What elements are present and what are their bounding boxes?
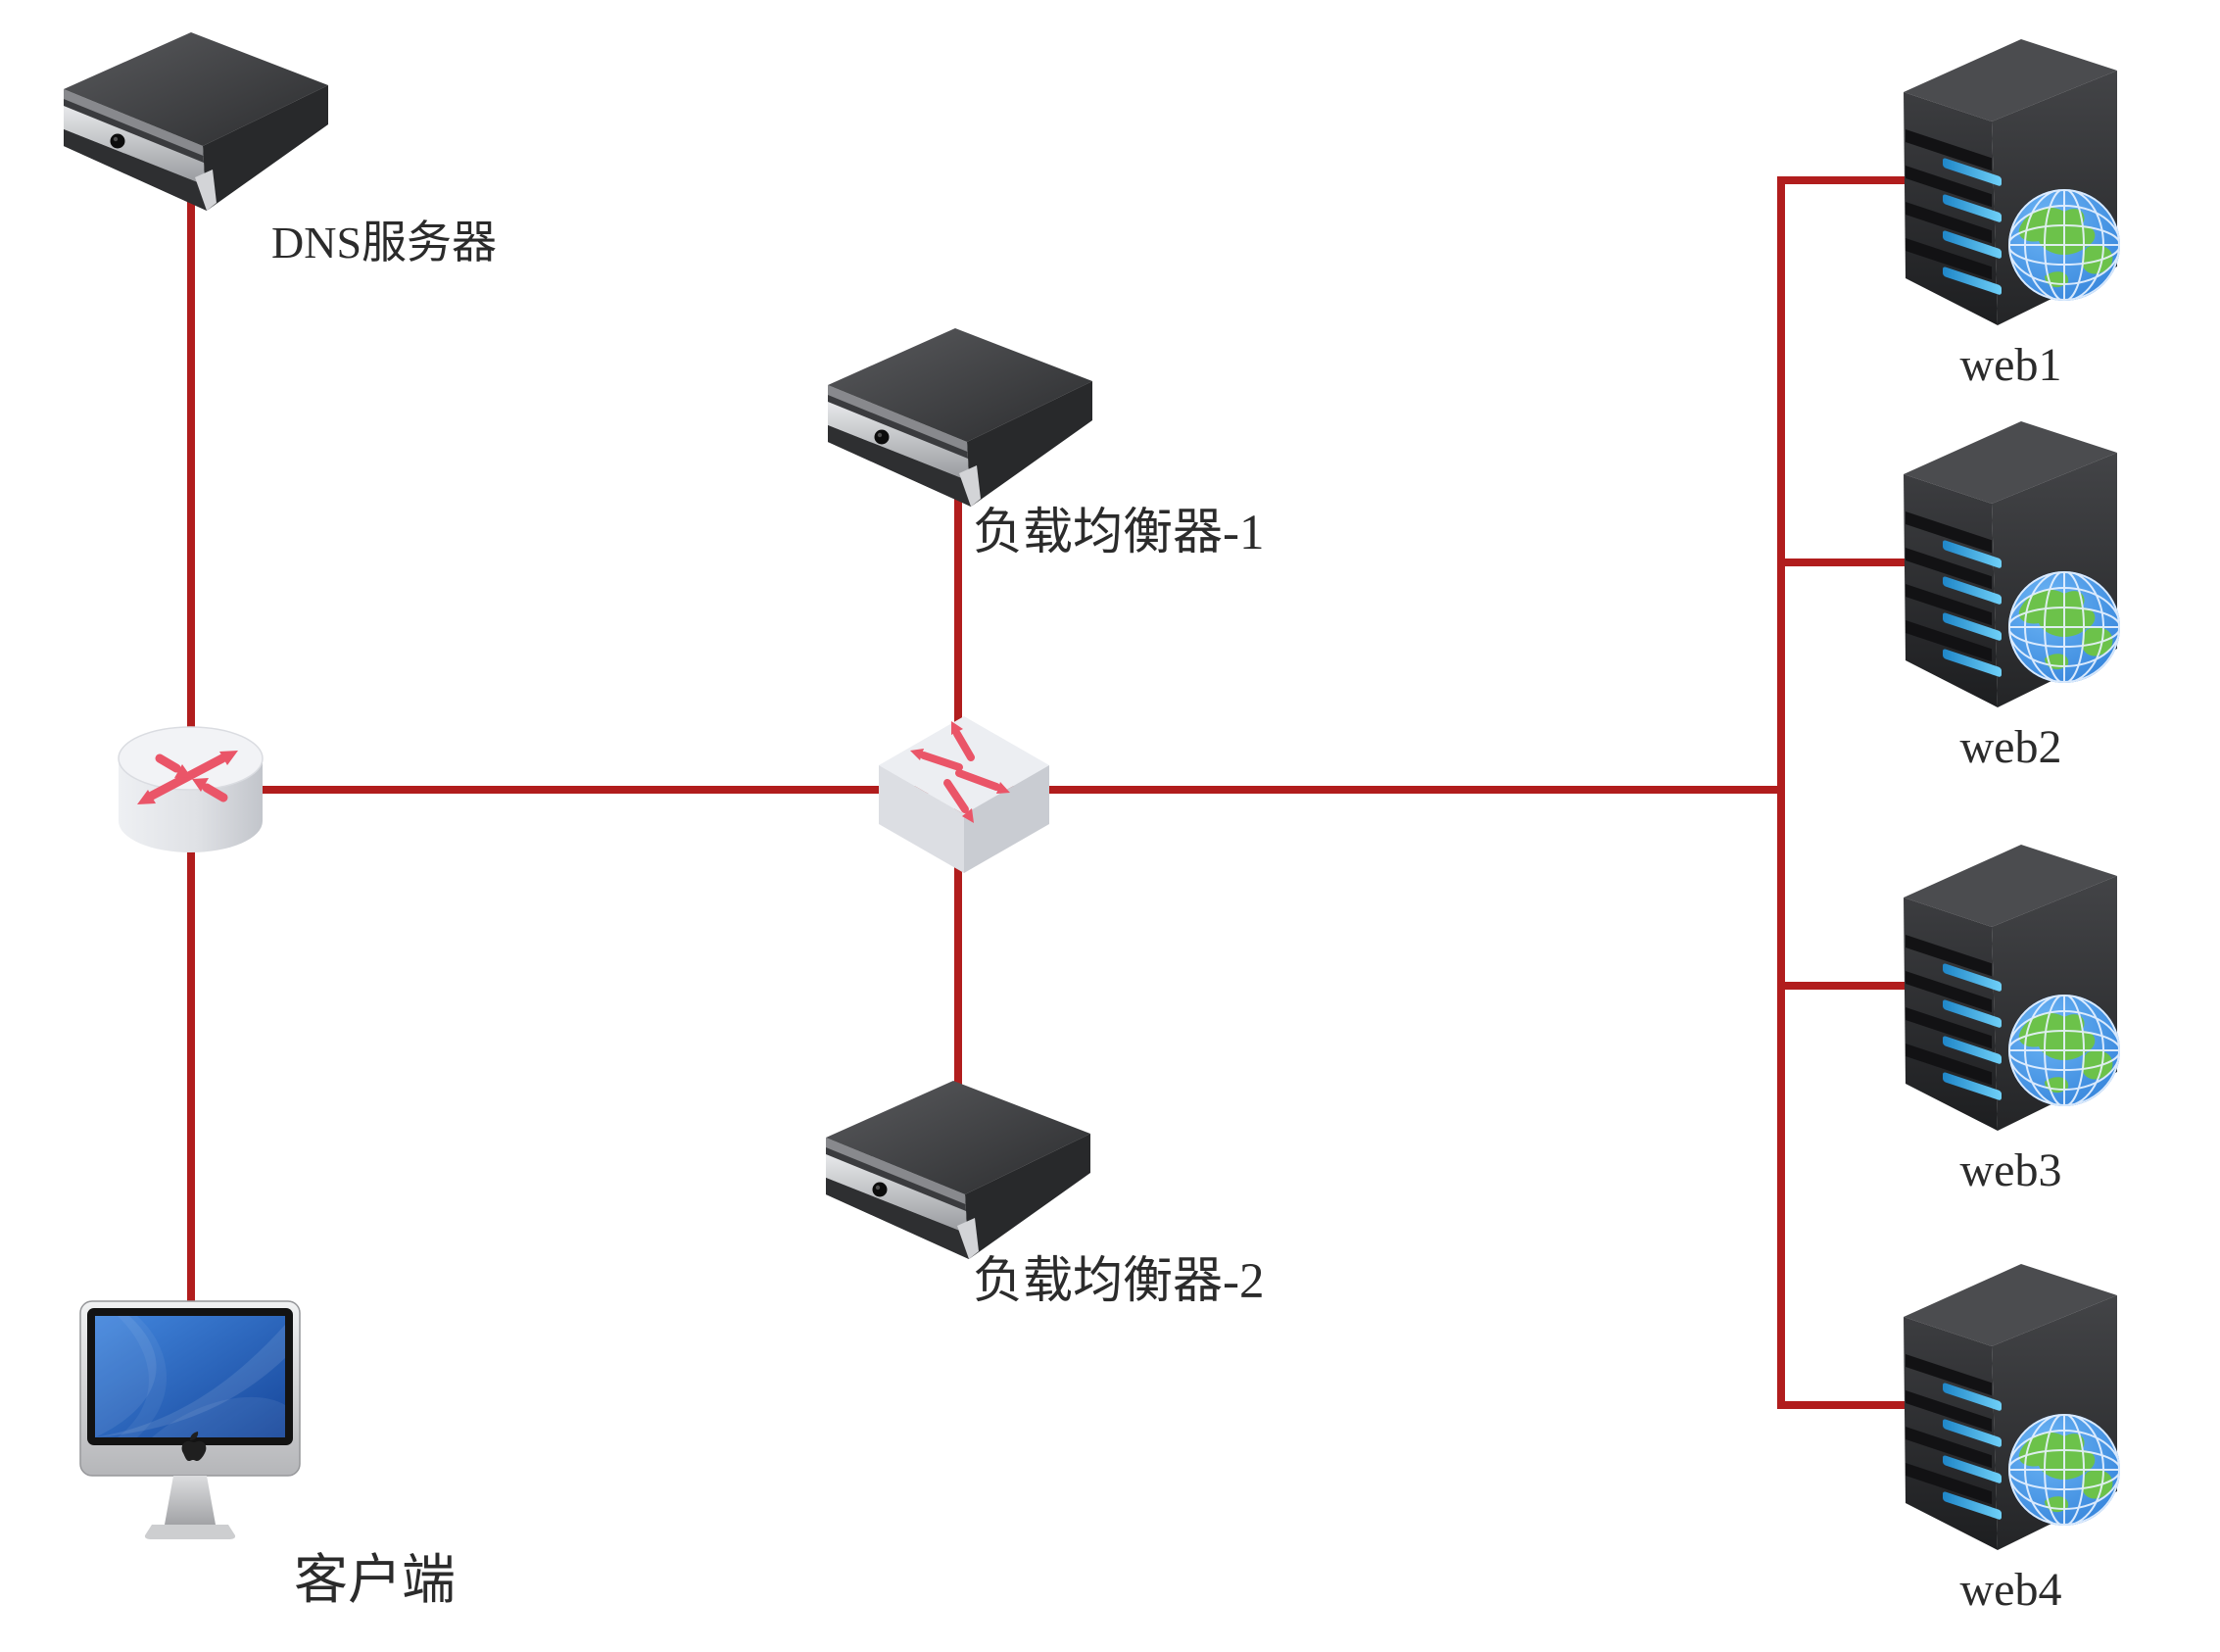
appliance-top-face	[828, 328, 1092, 442]
appliance-top-face	[826, 1081, 1090, 1194]
imac-screen	[95, 1316, 285, 1437]
client-node	[59, 1295, 321, 1558]
tower-top-face	[1904, 39, 2117, 121]
web-server-icon	[1904, 421, 2120, 707]
globe-icon	[2008, 571, 2120, 683]
web1-label: web1	[1959, 339, 2062, 391]
dns-server-label: DNS服务器	[271, 218, 498, 267]
appliance-front-band	[64, 106, 205, 185]
globe-icon	[2008, 995, 2120, 1106]
globe-icon	[2008, 189, 2120, 301]
power-button	[110, 133, 125, 149]
router-icon	[118, 726, 264, 852]
web4-node	[1896, 1256, 2126, 1560]
tower-top-face	[1904, 845, 2117, 927]
drive-slots	[1906, 511, 2002, 677]
dns-server-node	[49, 27, 333, 214]
appliance-icon	[828, 328, 1092, 507]
appliance-end-cap	[957, 1218, 979, 1259]
web3-node	[1896, 837, 2126, 1141]
tower-top-face	[1904, 421, 2117, 504]
switch-right-face	[964, 765, 1049, 873]
appliance-front-band	[828, 402, 969, 481]
client-label: 客户端	[294, 1550, 457, 1610]
web-server-icon	[1904, 845, 2120, 1131]
appliance-right-face	[203, 85, 328, 211]
switch-icon	[879, 716, 1049, 873]
router-node	[115, 711, 266, 860]
load-balancer-1-node	[813, 323, 1097, 510]
appliance-top-face	[64, 32, 328, 146]
appliance-end-cap	[959, 465, 981, 507]
load-balancer-1-label: 负载均衡器-1	[973, 506, 1265, 560]
switch-node	[873, 710, 1055, 879]
power-button	[874, 429, 890, 445]
switch-left-face	[879, 765, 964, 873]
imac-icon	[79, 1300, 301, 1539]
drive-slots	[1906, 1354, 2002, 1520]
web4-label: web4	[1959, 1564, 2062, 1616]
globe-icon	[2008, 1414, 2120, 1526]
drive-slots	[1906, 129, 2002, 295]
imac-stand	[165, 1476, 216, 1525]
load-balancer-2-label: 负载均衡器-2	[973, 1254, 1265, 1309]
tower-top-face	[1904, 1264, 2117, 1346]
router-top	[118, 726, 264, 791]
screen-swirls	[95, 1316, 285, 1437]
web3-label: web3	[1959, 1144, 2062, 1196]
drive-slots	[1906, 935, 2002, 1100]
web2-node	[1896, 413, 2126, 717]
appliance-end-cap	[195, 170, 217, 211]
web-server-icon	[1904, 1264, 2120, 1550]
power-button	[872, 1182, 888, 1197]
appliance-front-band	[826, 1154, 967, 1234]
router-arrows-icon	[137, 751, 238, 804]
appliance-icon	[64, 32, 328, 211]
imac-base	[144, 1525, 236, 1539]
web2-label: web2	[1959, 721, 2062, 773]
apple-logo-icon	[181, 1432, 207, 1461]
appliance-icon	[826, 1081, 1090, 1259]
web1-node	[1896, 31, 2126, 335]
appliance-right-face	[967, 381, 1092, 507]
appliance-right-face	[965, 1134, 1090, 1259]
load-balancer-2-node	[811, 1076, 1095, 1262]
switch-arrows-icon	[910, 721, 1010, 823]
web-server-icon	[1904, 39, 2120, 325]
